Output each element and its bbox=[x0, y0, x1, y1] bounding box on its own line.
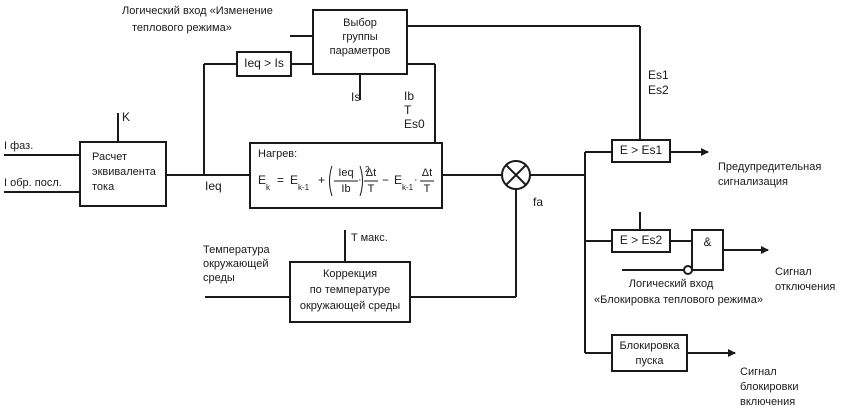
is-signal-label: Is bbox=[351, 90, 361, 104]
logic-input-thermal-label-1: Логический вход «Изменение bbox=[122, 5, 273, 17]
logic-input-thermal-label-2: теплового режима» bbox=[132, 22, 232, 34]
k-label: K bbox=[122, 110, 131, 124]
formula-ek1b: E bbox=[394, 173, 403, 187]
correction-text-2: по температуре bbox=[309, 284, 391, 296]
formula-ek: E bbox=[258, 173, 267, 187]
alarm-label-1: Предупредительная bbox=[718, 161, 822, 173]
inhibit-label-2: блокировки bbox=[740, 381, 799, 393]
formula-eq: = bbox=[277, 173, 285, 187]
inhibit-label-1: Сигнал bbox=[740, 366, 777, 378]
inhibit-label-3: включения bbox=[740, 396, 796, 408]
formula-ieq: Ieq bbox=[338, 167, 354, 179]
formula-dot-1: · bbox=[358, 174, 362, 186]
formula-dt-2: Δt bbox=[421, 167, 433, 179]
formula-t-2: T bbox=[423, 183, 431, 195]
ib-signal-label: Ib bbox=[404, 89, 415, 103]
param-select-text-3: параметров bbox=[329, 45, 391, 57]
correction-text-1: Коррекция bbox=[322, 268, 378, 280]
equiv-current-text-3: тока bbox=[92, 181, 115, 193]
i-phase-label: I фаз. bbox=[4, 140, 34, 152]
logic-input-block-label-1: Логический вход bbox=[628, 278, 714, 290]
cmp-es2-text: E > Es2 bbox=[619, 233, 663, 247]
ambient-label-3: среды bbox=[203, 272, 235, 284]
ieq-gt-is-text: Ieq > Is bbox=[244, 56, 284, 70]
formula-plus: + bbox=[318, 173, 326, 187]
t-signal-label: T bbox=[404, 103, 412, 117]
i-neg-seq-label: I обр. посл. bbox=[4, 177, 62, 189]
formula-square: 2 bbox=[365, 165, 370, 174]
correction-block bbox=[289, 261, 411, 323]
es2-signal-label: Es2 bbox=[648, 83, 669, 97]
param-select-text-2: группы bbox=[342, 31, 378, 43]
formula-dot-2: · bbox=[414, 174, 418, 186]
correction-text-3: окружающей среды bbox=[299, 300, 401, 312]
start-block-text-2: пуска bbox=[635, 355, 664, 367]
and-gate-text: & bbox=[703, 235, 712, 249]
formula-ek1-sub: k-1 bbox=[298, 183, 310, 192]
formula-ek1: E bbox=[290, 173, 299, 187]
formula-ek-sub: k bbox=[266, 183, 270, 192]
alarm-label-2: сигнализация bbox=[718, 176, 788, 188]
cmp-es1-text: E > Es1 bbox=[619, 143, 663, 157]
formula-t-1: T bbox=[367, 183, 375, 195]
formula-minus: − bbox=[382, 173, 390, 187]
formula-ek1b-sub: k-1 bbox=[402, 183, 414, 192]
start-block-text-1: Блокировка bbox=[619, 340, 680, 352]
trip-label-1: Сигнал bbox=[775, 266, 812, 278]
param-select-text-1: Выбор bbox=[343, 17, 377, 29]
formula-dt-1: Δt bbox=[365, 167, 377, 179]
ambient-label-1: Температура bbox=[203, 244, 270, 256]
equiv-current-text-2: эквивалента bbox=[92, 166, 156, 178]
es0-signal-label: Es0 bbox=[404, 117, 425, 131]
ieq-signal-label: Ieq bbox=[205, 179, 222, 193]
formula-ib: Ib bbox=[341, 183, 351, 195]
heating-title: Нагрев: bbox=[258, 148, 298, 160]
fa-signal-label: fa bbox=[533, 195, 544, 209]
equiv-current-text-1: Расчет bbox=[92, 151, 127, 163]
es1-signal-label: Es1 bbox=[648, 68, 669, 82]
t-max-label: T макс. bbox=[351, 232, 388, 244]
trip-label-2: отключения bbox=[775, 281, 836, 293]
logic-input-block-label-2: «Блокировка теплового режима» bbox=[594, 294, 763, 306]
ambient-label-2: окружающей bbox=[203, 258, 269, 270]
